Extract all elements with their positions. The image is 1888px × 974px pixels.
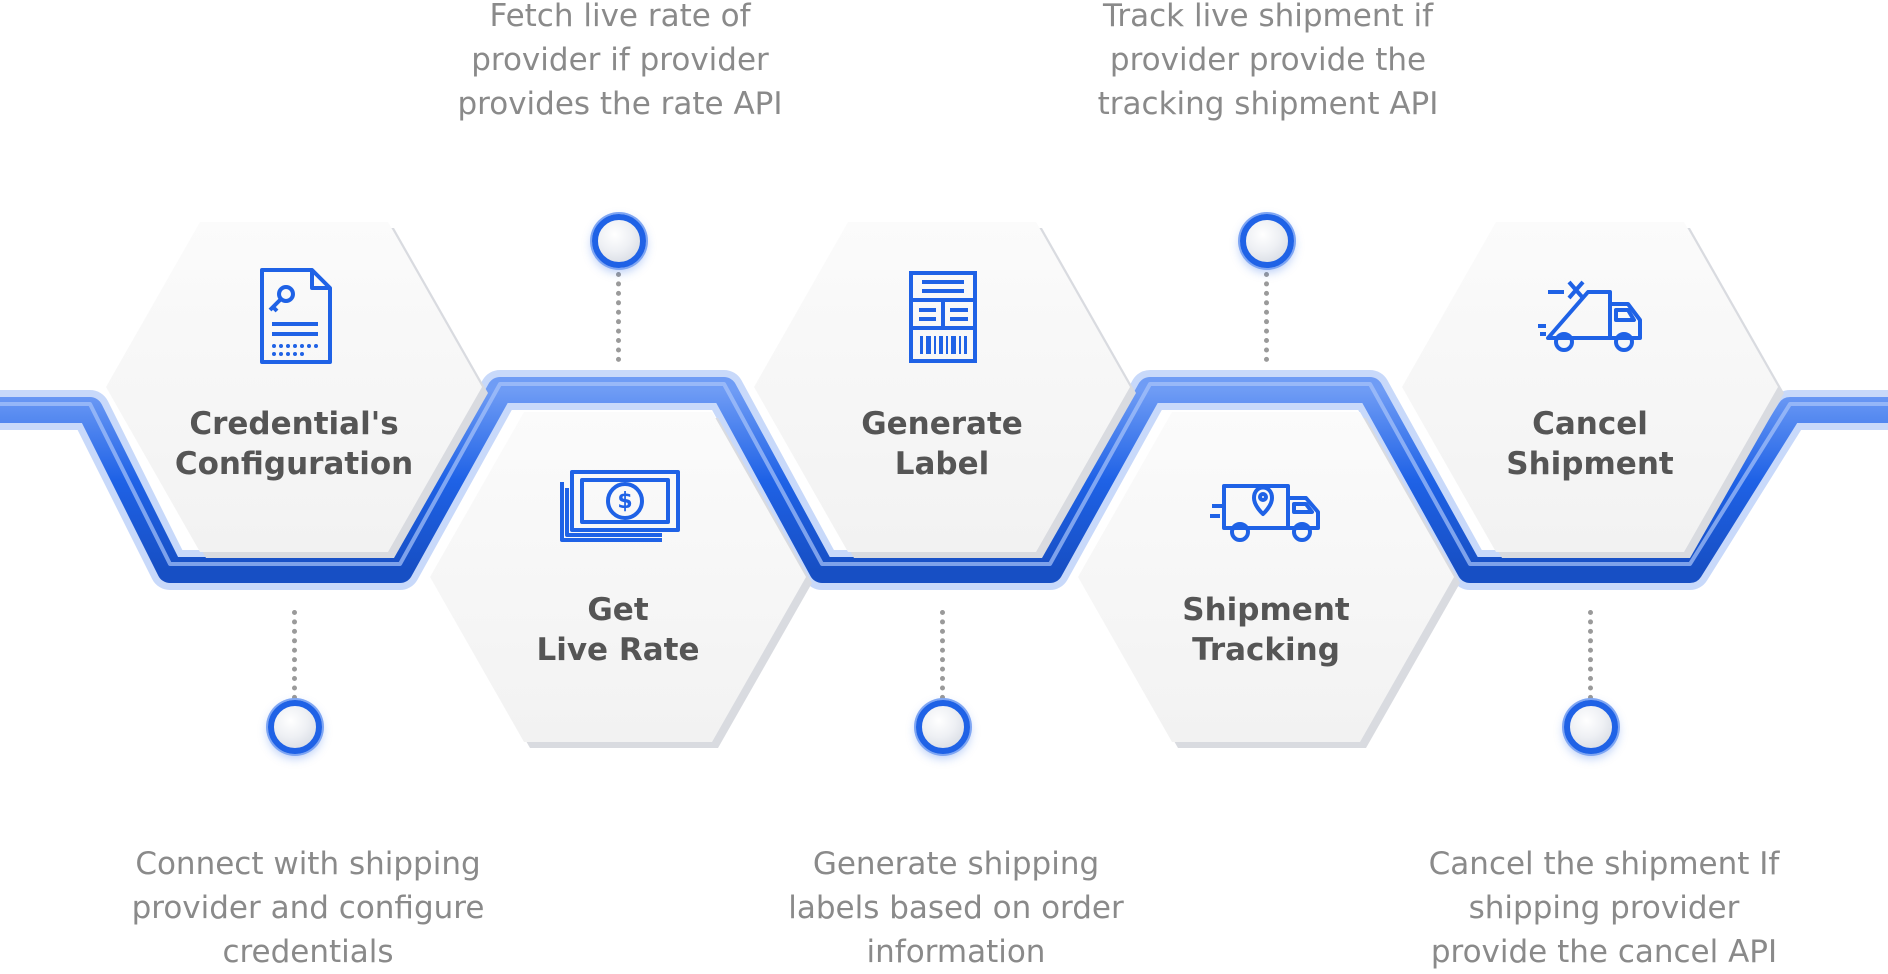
ribbon-line xyxy=(0,377,1888,583)
shipping-label-icon xyxy=(909,271,977,363)
step-description-tracking: Track live shipment if provider provide … xyxy=(1068,0,1468,126)
step-title-live-rate: Get Live Rate xyxy=(468,590,768,670)
svg-text:$: $ xyxy=(617,489,632,514)
connector-tracking xyxy=(1264,272,1269,362)
step-title-line: Generate xyxy=(861,406,1023,442)
connector-generate-label xyxy=(940,610,945,700)
truck-cancel-icon xyxy=(1538,280,1642,352)
connector-cancel xyxy=(1588,610,1593,700)
description-line: provider and configure xyxy=(131,890,485,926)
description-line: Connect with shipping xyxy=(135,846,481,882)
description-line: labels based on order xyxy=(788,890,1124,926)
step-description-credentials: Connect with shipping provider and confi… xyxy=(108,842,508,974)
node-dot-credentials xyxy=(268,700,322,754)
step-title-generate-label: Generate Label xyxy=(792,404,1092,484)
description-line: Generate shipping xyxy=(812,846,1100,882)
node-dot-tracking xyxy=(1240,214,1294,268)
description-line: tracking shipment API xyxy=(1097,86,1439,122)
document-key-icon xyxy=(260,268,332,364)
step-title-line: Get xyxy=(587,592,649,628)
step-title-line: Tracking xyxy=(1192,632,1340,668)
connector-credentials xyxy=(292,610,297,700)
description-line: shipping provider xyxy=(1468,890,1740,926)
node-dot-cancel xyxy=(1564,700,1618,754)
money-dollar-icon: $ xyxy=(560,470,680,542)
description-line: provides the rate API xyxy=(457,86,783,122)
description-line: Cancel the shipment If xyxy=(1428,846,1780,882)
node-dot-generate-label xyxy=(916,700,970,754)
description-line: Fetch live rate of xyxy=(489,0,751,34)
description-line: information xyxy=(866,934,1046,970)
truck-location-icon xyxy=(1210,484,1320,542)
step-title-line: Configuration xyxy=(174,446,414,482)
connector-live-rate xyxy=(616,272,621,362)
ribbon-highlight xyxy=(0,382,1888,566)
description-line: provider if provider xyxy=(471,42,769,78)
step-description-cancel: Cancel the shipment If shipping provider… xyxy=(1404,842,1804,974)
description-line: Track live shipment if xyxy=(1102,0,1433,34)
step-title-cancel: Cancel Shipment xyxy=(1440,404,1740,484)
description-line: credentials xyxy=(222,934,394,970)
step-title-line: Label xyxy=(894,446,990,482)
step-description-generate-label: Generate shipping labels based on order … xyxy=(756,842,1156,974)
step-title-line: Credential's xyxy=(189,406,399,442)
step-description-live-rate: Fetch live rate of provider if provider … xyxy=(420,0,820,126)
step-title-line: Cancel xyxy=(1532,406,1648,442)
step-title-credentials: Credential's Configuration xyxy=(144,404,444,484)
step-title-line: Shipment xyxy=(1182,592,1350,628)
step-title-tracking: Shipment Tracking xyxy=(1116,590,1416,670)
description-line: provider provide the xyxy=(1109,42,1427,78)
step-title-line: Live Rate xyxy=(536,632,700,668)
node-dot-live-rate xyxy=(592,214,646,268)
step-title-line: Shipment xyxy=(1506,446,1674,482)
description-line: provide the cancel API xyxy=(1430,934,1778,970)
